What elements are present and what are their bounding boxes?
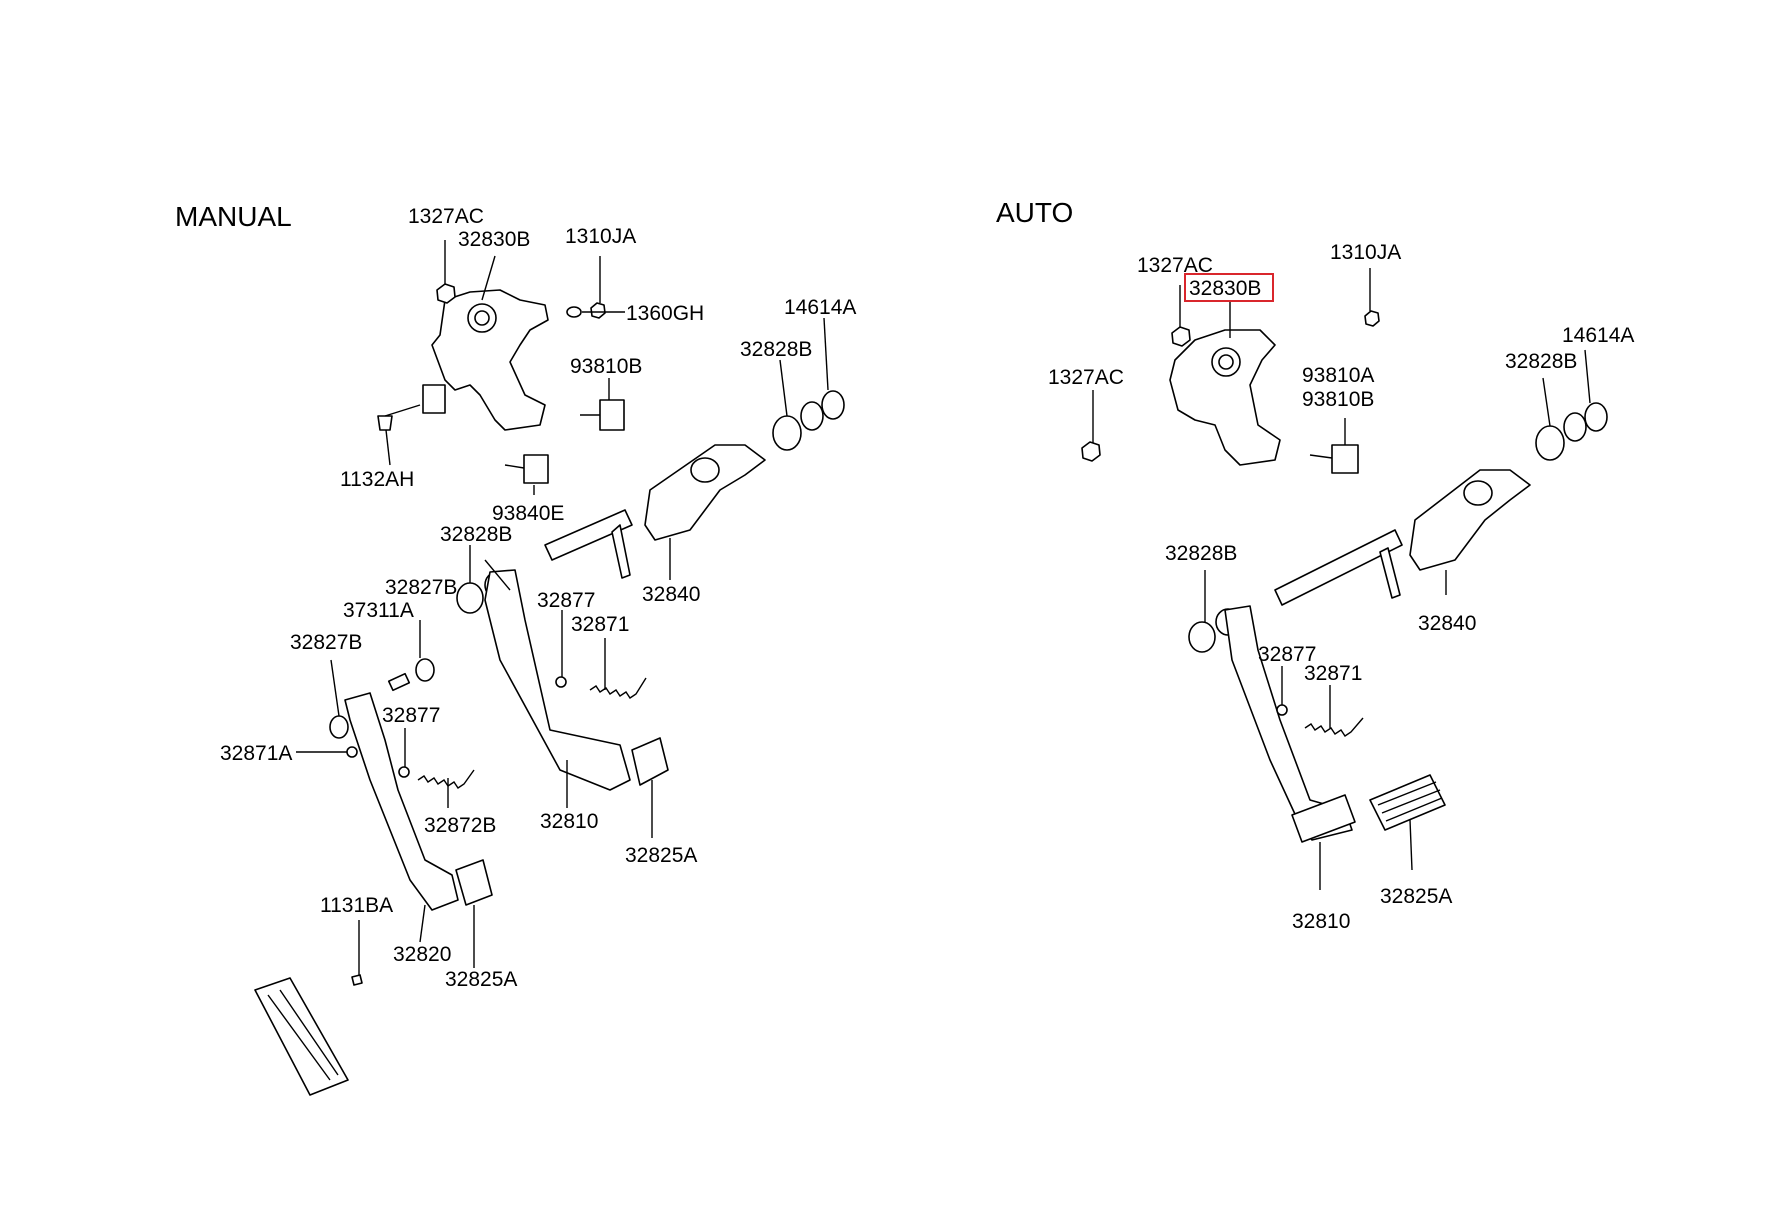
manual-shaft-arm [611,524,631,579]
manual-bushing-32827B-a-icon [415,658,435,682]
label-32827B-b: 32827B [290,631,362,654]
auto-shaft-arm [1379,547,1401,599]
label-32827B-a: 32827B [385,576,457,599]
label-32840: 32840 [642,583,700,606]
auto-bracket-bore-inner [1218,354,1234,370]
manual-clutch-pedal-arm [344,692,459,911]
manual-bushing-32828B-icon [772,415,802,451]
manual-pedal-bracket [431,289,549,431]
manual-clip-14614A-2-icon [821,390,845,420]
auto-brake-pedal-pad [1291,794,1356,843]
auto-nut-1327AC-left-icon [1081,441,1101,462]
manual-bushing-32827B-b-icon [329,715,349,739]
label-32828B-top: 32828B [740,338,812,361]
label-auto-32871: 32871 [1304,662,1362,685]
highlight-box-32830B [1184,273,1274,302]
manual-bushing-32828B-mid-icon [456,582,484,614]
manual-spring-32872B-icon [417,769,475,789]
label-1310JA: 1310JA [565,225,636,248]
manual-clip-14614A-icon [800,401,824,431]
label-14614A: 14614A [784,296,856,319]
auto-support-bracket-32840 [1409,469,1531,571]
auto-spring-32871-icon [1304,717,1364,737]
auto-switch-93810-icon [1331,444,1359,474]
manual-assembly [254,240,845,1096]
manual-labels: 1327AC 32830B 1310JA 1360GH 14614A 32828… [220,205,856,991]
auto-pedal-shaft [1274,529,1403,606]
auto-clip-14614A-2-icon [1584,402,1608,432]
auto-labels: 1327AC 32830B 1310JA 14614A 1327AC 93810… [1048,241,1634,933]
label-32830B: 32830B [458,228,530,251]
auto-stopper-32877-icon [1276,704,1288,716]
manual-bracket-hole [690,457,720,483]
label-auto-1327AC-left: 1327AC [1048,366,1124,389]
manual-bolt-1132AH-icon [377,415,393,431]
label-32825A-a: 32825A [625,844,697,867]
manual-pedal-shaft [544,509,633,561]
label-1132AH: 1132AH [340,468,414,491]
manual-brake-pedal-pad [631,737,669,786]
auto-nut-1310JA-icon [1364,310,1380,327]
label-auto-32810: 32810 [1292,910,1350,933]
auto-bushing-32828B-mid-icon [1188,621,1216,653]
label-auto-93810A: 93810A [1302,364,1374,387]
manual-switch-93840E-icon [523,454,549,484]
label-1360GH: 1360GH [626,302,704,325]
manual-stopper-32877-b-icon [398,766,410,778]
label-1327AC: 1327AC [408,205,484,228]
manual-pin-37311A-icon [387,672,411,692]
manual-bracket-bore-inner [474,310,490,326]
manual-accelerator-pedal [254,977,349,1096]
manual-stopper-32877-a-icon [555,676,567,688]
label-auto-1310JA: 1310JA [1330,241,1401,264]
label-32810: 32810 [540,810,598,833]
auto-pedal-bracket [1169,329,1281,466]
label-37311A: 37311A [343,599,414,622]
label-93840E: 93840E [492,502,564,525]
label-32820: 32820 [393,943,451,966]
auto-bushing-32828B-icon [1535,425,1565,461]
label-auto-32828B-mid: 32828B [1165,542,1237,565]
label-auto-32840: 32840 [1418,612,1476,635]
auto-bracket-hole [1463,480,1493,506]
manual-clutch-pedal-pad [455,859,493,906]
label-32828B-mid: 32828B [440,523,512,546]
label-32871A: 32871A [220,742,292,765]
label-32825A-b: 32825A [445,968,517,991]
auto-nut-1327AC-top-icon [1171,326,1191,347]
label-auto-32830B[interactable]: 32830B [1189,277,1261,300]
manual-support-bracket-32840 [644,444,766,541]
manual-spring-32871-icon [589,677,647,699]
manual-screw-1131BA-icon [351,974,363,986]
auto-assembly [1081,268,1608,890]
label-93810B: 93810B [570,355,642,378]
label-auto-32828B-top: 32828B [1505,350,1577,373]
label-32872B: 32872B [424,814,496,837]
label-1131BA: 1131BA [320,894,393,917]
manual-section-title: MANUAL [175,201,292,232]
manual-nut-32871A-icon [346,746,358,758]
label-32871: 32871 [571,613,629,636]
manual-bracket-block [422,384,446,414]
label-auto-14614A: 14614A [1562,324,1634,347]
label-32877-a: 32877 [537,589,595,612]
manual-nut-1310JA-icon [590,302,606,319]
manual-switch-93810B-icon [599,399,625,431]
manual-washer-1360GH-icon [566,306,582,318]
auto-clip-14614A-icon [1563,412,1587,442]
manual-brake-pedal-arm [484,569,631,791]
label-auto-32825A: 32825A [1380,885,1452,908]
label-auto-32877: 32877 [1258,643,1316,666]
auto-section-title: AUTO [996,197,1073,228]
label-auto-93810B: 93810B [1302,388,1374,411]
label-auto-1327AC-top: 1327AC [1137,254,1213,277]
label-32877-b: 32877 [382,704,440,727]
